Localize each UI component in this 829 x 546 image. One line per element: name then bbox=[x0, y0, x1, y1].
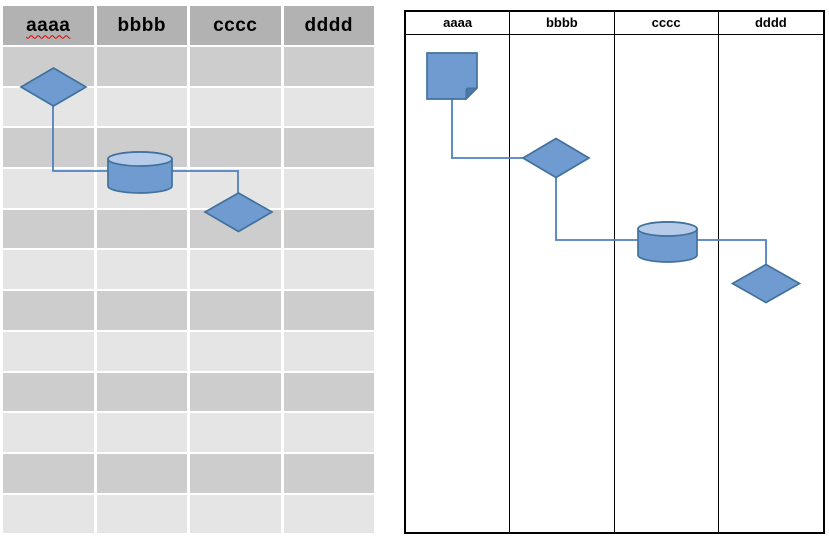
left-column-header-aaaa[interactable]: aaaa bbox=[3, 6, 94, 45]
left-table-stripe-cell bbox=[96, 128, 187, 168]
left-table-stripe-cell bbox=[283, 250, 374, 290]
left-table-stripe-cell bbox=[96, 331, 187, 371]
left-column-header-cccc[interactable]: cccc bbox=[190, 6, 281, 45]
left-table-stripe-cell bbox=[190, 128, 281, 168]
left-table-stripe-cell bbox=[3, 209, 94, 249]
left-table-stripe-cell bbox=[96, 453, 187, 493]
left-table-stripe-cell bbox=[190, 372, 281, 412]
left-table-stripe-cell bbox=[190, 169, 281, 208]
left-table-stripe-cell bbox=[190, 47, 281, 86]
right-column-header-bbbb[interactable]: bbbb bbox=[510, 12, 614, 35]
left-table-stripe-cell bbox=[3, 128, 94, 168]
right-column-header-label: dddd bbox=[754, 15, 787, 31]
left-column-header-label: aaaa bbox=[26, 14, 71, 36]
left-table-stripe-cell bbox=[190, 331, 281, 371]
right-column-header-label: aaaa bbox=[443, 15, 473, 31]
right-column-header-cccc[interactable]: cccc bbox=[614, 12, 718, 35]
left-table-stripe-cell bbox=[283, 291, 374, 330]
left-table-stripe-cell bbox=[283, 169, 374, 208]
left-table-stripe-cell bbox=[96, 291, 187, 330]
left-table-stripe-cell bbox=[3, 291, 94, 330]
left-table-stripe-cell bbox=[190, 250, 281, 290]
left-swimlane-table: aaaa bbbb cccc dddd bbox=[3, 6, 374, 534]
right-swimlane-panel: aaaa bbbb cccc dddd bbox=[404, 10, 825, 534]
right-lane-aaaa: aaaa bbox=[406, 12, 511, 532]
left-column-header-label: bbbb bbox=[117, 14, 166, 36]
left-table-body bbox=[3, 47, 374, 534]
right-column-header-aaaa[interactable]: aaaa bbox=[406, 12, 510, 35]
left-table-stripe-cell bbox=[283, 47, 374, 86]
left-table-header-row: aaaa bbbb cccc dddd bbox=[3, 6, 374, 45]
right-column-header-label: cccc bbox=[651, 15, 681, 31]
left-table-stripe-cell bbox=[96, 87, 187, 127]
left-table-stripe-cell bbox=[283, 494, 374, 534]
left-table-stripe-cell bbox=[96, 209, 187, 249]
left-table-stripe-cell bbox=[283, 453, 374, 493]
left-table-stripe-cell bbox=[190, 494, 281, 534]
left-column-header-dddd[interactable]: dddd bbox=[283, 6, 374, 45]
left-table-stripe-cell bbox=[190, 413, 281, 452]
left-table-stripe-cell bbox=[3, 169, 94, 208]
left-table-stripe-cell bbox=[283, 372, 374, 412]
right-lane-cccc: cccc bbox=[614, 12, 719, 532]
left-table-stripe-cell bbox=[283, 87, 374, 127]
right-lane-bbbb: bbbb bbox=[510, 12, 615, 532]
left-table-stripe-cell bbox=[3, 250, 94, 290]
left-column-header-bbbb[interactable]: bbbb bbox=[96, 6, 187, 45]
left-table-stripe-cell bbox=[3, 494, 94, 534]
left-table-stripe-cell bbox=[283, 331, 374, 371]
left-table-stripe-cell bbox=[3, 413, 94, 452]
left-table-stripe-cell bbox=[283, 413, 374, 452]
left-table-stripe-cell bbox=[3, 453, 94, 493]
left-table-stripe-cell bbox=[3, 47, 94, 86]
left-table-stripe-cell bbox=[190, 291, 281, 330]
left-table-stripe-cell bbox=[283, 128, 374, 168]
left-table-stripe-cell bbox=[3, 87, 94, 127]
left-table-stripe-cell bbox=[96, 169, 187, 208]
left-table-stripe-cell bbox=[190, 453, 281, 493]
left-table-stripe-cell bbox=[96, 250, 187, 290]
left-column-header-label: dddd bbox=[304, 14, 353, 36]
left-table-stripe-cell bbox=[283, 209, 374, 249]
right-column-header-dddd[interactable]: dddd bbox=[718, 12, 823, 35]
left-table-stripe-cell bbox=[3, 331, 94, 371]
right-lane-dddd: dddd bbox=[718, 12, 823, 532]
left-column-header-label: cccc bbox=[213, 14, 258, 36]
left-table-stripe-cell bbox=[190, 209, 281, 249]
left-table-stripe-cell bbox=[96, 413, 187, 452]
left-table-stripe-cell bbox=[96, 494, 187, 534]
left-table-stripe-cell bbox=[96, 47, 187, 86]
right-column-header-label: bbbb bbox=[545, 15, 578, 31]
left-table-stripe-cell bbox=[190, 87, 281, 127]
left-table-stripe-cell bbox=[3, 372, 94, 412]
left-table-stripe-cell bbox=[96, 372, 187, 412]
